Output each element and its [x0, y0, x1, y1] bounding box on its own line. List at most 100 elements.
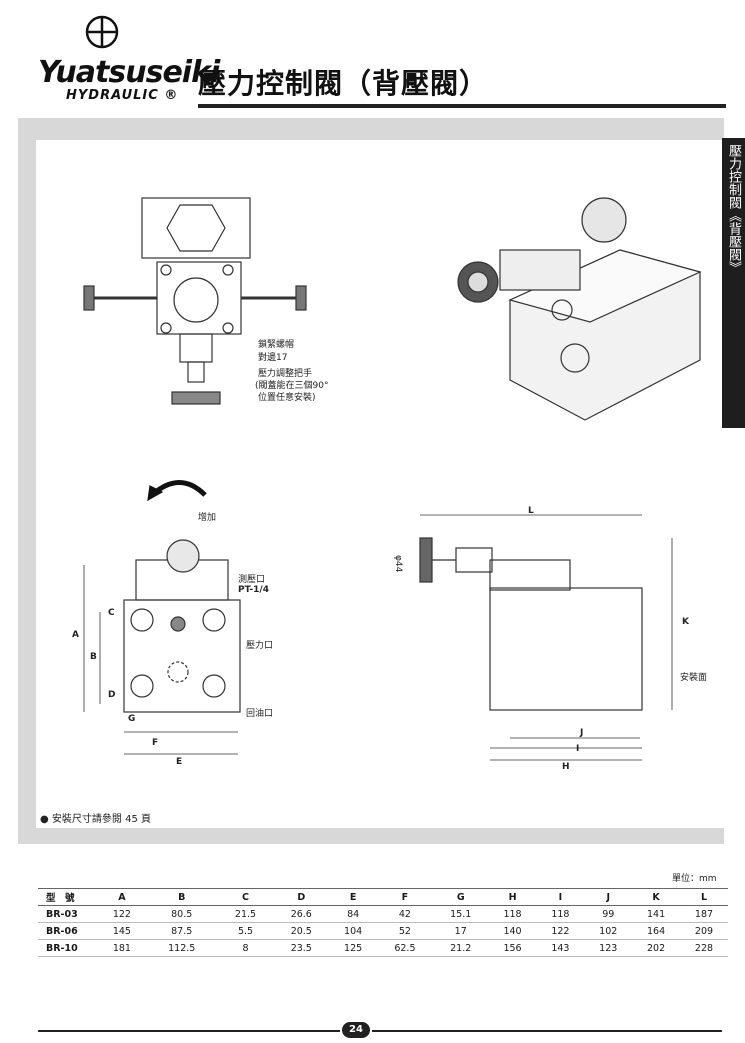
dim-E: E — [176, 757, 183, 767]
table-header-cell: D — [273, 888, 330, 906]
table-header-cell: J — [584, 888, 633, 906]
table-header-cell: C — [217, 888, 274, 906]
table-cell: 15.1 — [432, 905, 489, 923]
table-header-cell: L — [680, 888, 728, 906]
table-cell: 187 — [680, 905, 728, 923]
wrench-size-label: 對邊17 — [258, 353, 288, 363]
dim-D: D — [108, 690, 116, 700]
footer-rule-left — [38, 1030, 340, 1032]
table-header-cell: K — [632, 888, 680, 906]
install-note: ● 安裝尺寸請參閱 45 頁 — [40, 814, 151, 825]
adjust-note-label: (閥蓋能在三個90° — [255, 381, 329, 391]
table-cell: 5.5 — [217, 922, 274, 940]
table-cell: 62.5 — [377, 939, 433, 957]
page-number: 24 — [342, 1022, 370, 1038]
gauge-thread-label: PT-1/4 — [238, 585, 269, 595]
dim-C: C — [108, 608, 115, 618]
table-cell: 209 — [680, 922, 728, 940]
mount-face-label: 安裝面 — [680, 673, 708, 683]
table-cell: 99 — [584, 905, 633, 923]
table-cell: 122 — [536, 922, 585, 940]
table-cell: 17 — [432, 922, 489, 940]
dim-J: J — [580, 728, 584, 738]
lock-nut-label: 鎖緊螺帽 — [258, 340, 295, 350]
dim-B: B — [90, 652, 97, 662]
adjust-note2-label: 位置任意安裝) — [258, 393, 316, 403]
table-cell: 8 — [217, 939, 274, 957]
table-row: BR-03 122 80.5 21.5 26.6 84 42 15.1 118 … — [38, 905, 728, 923]
dim-K: K — [682, 617, 689, 627]
table-cell: 143 — [536, 939, 585, 957]
table-cell: 125 — [329, 939, 378, 957]
section-tab: 壓力控制閥《背壓閥》 — [722, 138, 745, 428]
table-cell: 87.5 — [145, 922, 218, 940]
table-header-cell: E — [329, 888, 378, 906]
table-cell: 228 — [680, 939, 728, 957]
footer-rule-right — [372, 1030, 722, 1032]
table-cell: 123 — [584, 939, 633, 957]
front-view-body — [123, 599, 241, 713]
header-divider — [198, 104, 726, 108]
gauge-port-label: 測壓口 — [238, 575, 266, 585]
table-cell: 156 — [488, 939, 537, 957]
dim-I: I — [576, 744, 580, 754]
table-cell: BR-03 — [38, 905, 98, 923]
table-cell: 145 — [98, 922, 146, 940]
table-cell: 118 — [536, 905, 585, 923]
brand-subtitle: HYDRAULIC ® — [66, 88, 179, 103]
table-cell: 141 — [632, 905, 680, 923]
table-header-row: 型 號 A B C D E F G H I J K L — [38, 888, 728, 906]
table-cell: 122 — [98, 905, 146, 923]
page-title: 壓力控制閥（背壓閥） — [198, 67, 489, 100]
table-header-cell: F — [377, 888, 433, 906]
page-header: Yuatsuseiki HYDRAULIC ® 壓力控制閥（背壓閥） — [0, 0, 745, 118]
table-cell: BR-06 — [38, 922, 98, 940]
dim-L: L — [528, 506, 534, 516]
increase-label: 增加 — [198, 513, 217, 523]
table-header-cell: 型 號 — [38, 888, 98, 906]
table-cell: 84 — [329, 905, 378, 923]
adjust-knob-label: 壓力調整把手 — [258, 369, 313, 379]
side-view-knob — [419, 537, 433, 583]
table-row: BR-06 145 87.5 5.5 20.5 104 52 17 140 12… — [38, 922, 728, 940]
table-cell: 118 — [488, 905, 537, 923]
table-cell: 26.6 — [273, 905, 330, 923]
return-port-label: 回油口 — [246, 709, 274, 719]
pressure-port-label: 壓力口 — [246, 641, 274, 651]
dim-G: G — [128, 714, 136, 724]
table-cell: 181 — [98, 939, 146, 957]
brand-logo-icon — [85, 15, 119, 49]
table-header-cell: A — [98, 888, 146, 906]
table-cell: 42 — [377, 905, 433, 923]
table-cell: 21.2 — [432, 939, 489, 957]
table-cell: BR-10 — [38, 939, 98, 957]
unit-label: 單位：mm — [672, 874, 717, 884]
table-cell: 164 — [632, 922, 680, 940]
table-cell: 21.5 — [217, 905, 274, 923]
dim-F: F — [152, 738, 159, 748]
table-header-cell: I — [536, 888, 585, 906]
side-view-body — [489, 587, 643, 711]
top-view-hex — [166, 204, 226, 252]
dim-H: H — [562, 762, 570, 772]
table-cell: 104 — [329, 922, 378, 940]
dimension-table: 型 號 A B C D E F G H I J K L BR-03 122 80… — [38, 888, 728, 957]
brand-name: Yuatsuseiki — [38, 55, 220, 90]
table-cell: 112.5 — [145, 939, 218, 957]
table-cell: 23.5 — [273, 939, 330, 957]
table-header-cell: B — [145, 888, 218, 906]
table-cell: 20.5 — [273, 922, 330, 940]
dim-A: A — [72, 630, 79, 640]
table-header-cell: H — [488, 888, 537, 906]
table-cell: 102 — [584, 922, 633, 940]
table-cell: 80.5 — [145, 905, 218, 923]
table-header-cell: G — [432, 888, 489, 906]
table-cell: 52 — [377, 922, 433, 940]
diameter-label: φ44 — [393, 555, 403, 573]
top-view-knob — [171, 391, 221, 405]
top-view-body — [141, 197, 251, 259]
table-cell: 202 — [632, 939, 680, 957]
table-cell: 140 — [488, 922, 537, 940]
table-row: BR-10 181 112.5 8 23.5 125 62.5 21.2 156… — [38, 939, 728, 957]
